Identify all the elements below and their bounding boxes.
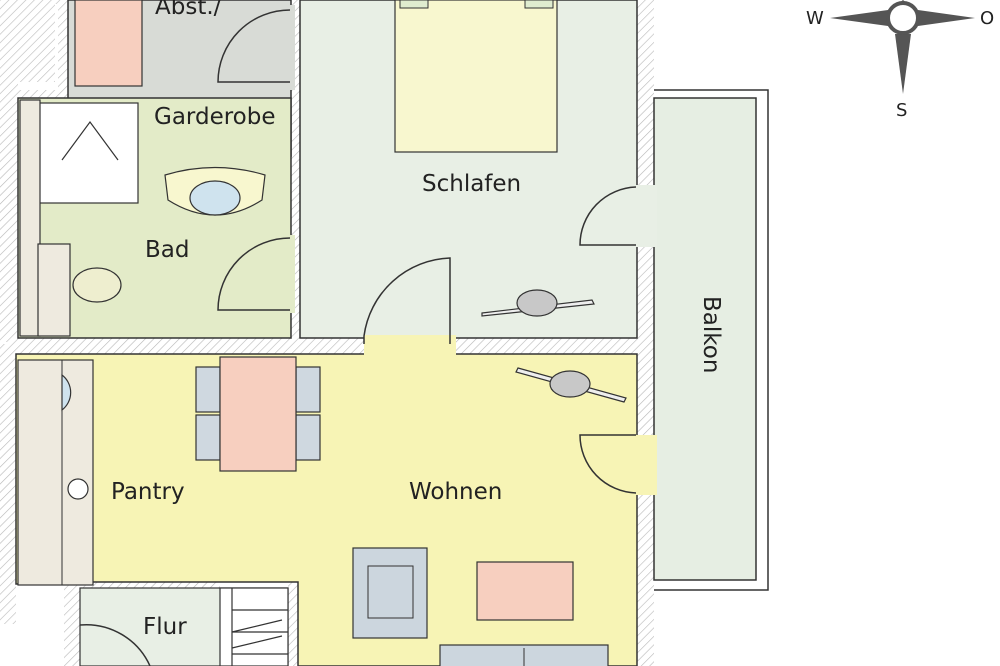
wall-stair-right bbox=[288, 580, 298, 666]
compass-south-arrow bbox=[895, 34, 911, 94]
room-label-schlafen: Schlafen bbox=[422, 171, 521, 197]
door-gap-schlafen bbox=[364, 335, 456, 357]
fan-schlafen bbox=[481, 289, 595, 317]
door-gap-balkon-bottom bbox=[633, 435, 657, 495]
room-label-flur: Flur bbox=[143, 614, 187, 640]
door-garderobe bbox=[217, 9, 291, 83]
compass-label-south: S bbox=[896, 100, 907, 121]
room-balkon bbox=[653, 97, 757, 581]
room-label-wohnen: Wohnen bbox=[409, 479, 502, 505]
room-label-pantry: Pantry bbox=[111, 479, 185, 505]
bed-pillow bbox=[399, 0, 429, 9]
compass-rose: W O S bbox=[806, 0, 994, 121]
door-balkon-top bbox=[579, 186, 637, 246]
wall-right-bed bbox=[636, 0, 654, 666]
shower-drain-lines bbox=[61, 120, 119, 161]
garderobe-cabinet bbox=[74, 0, 143, 87]
balkon-frame bbox=[654, 89, 769, 591]
bath-counter bbox=[19, 99, 41, 337]
bed-pillow-right bbox=[524, 0, 554, 9]
wall-between-bath-bed bbox=[290, 0, 300, 355]
compass-east-arrow bbox=[918, 10, 975, 26]
door-gap-balkon-top bbox=[633, 185, 657, 247]
compass-west-arrow bbox=[830, 10, 888, 26]
door-flur bbox=[79, 623, 151, 666]
bath-wc-tank bbox=[37, 243, 71, 337]
door-gap-garderobe bbox=[287, 5, 295, 90]
washbasin-bowl bbox=[189, 180, 241, 216]
dining-table bbox=[219, 356, 297, 472]
wall-flur-left bbox=[64, 585, 80, 666]
wall-left-lower bbox=[0, 344, 16, 624]
wall-outer-left bbox=[0, 0, 55, 342]
fan-wohnen bbox=[515, 367, 627, 403]
walls bbox=[0, 0, 654, 666]
bed bbox=[394, 0, 558, 153]
dining-chair bbox=[195, 366, 221, 413]
pantry-hob bbox=[67, 478, 89, 500]
room-label-bad: Bad bbox=[145, 237, 189, 263]
side-table bbox=[476, 561, 574, 621]
wall-bath-top bbox=[10, 90, 70, 100]
room-label-garderobe: Garderobe bbox=[154, 104, 276, 130]
door-balkon-bottom bbox=[579, 434, 637, 494]
staircase bbox=[219, 587, 289, 666]
toilet bbox=[72, 267, 122, 303]
door-gap-bad bbox=[287, 235, 295, 313]
doors bbox=[79, 9, 637, 666]
compass-label-east: O bbox=[980, 8, 994, 29]
room-label-balkon: Balkon bbox=[698, 296, 724, 373]
armchair-seat bbox=[367, 565, 414, 619]
shower bbox=[37, 102, 139, 204]
compass-label-west: W bbox=[806, 8, 824, 29]
wall-garderobe-left bbox=[58, 0, 68, 95]
door-schlafen bbox=[363, 257, 451, 344]
dining-chair bbox=[295, 414, 321, 461]
wall-bed-bottom bbox=[10, 336, 640, 354]
pantry-counter bbox=[17, 359, 94, 586]
door-bad bbox=[217, 237, 291, 311]
wall-flur-top bbox=[80, 580, 220, 588]
room-label-abstell: Abst./ bbox=[155, 0, 222, 20]
dining-chair bbox=[295, 366, 321, 413]
pantry-sink bbox=[61, 373, 72, 412]
compass-center bbox=[886, 1, 920, 35]
dining-chair bbox=[195, 414, 221, 461]
